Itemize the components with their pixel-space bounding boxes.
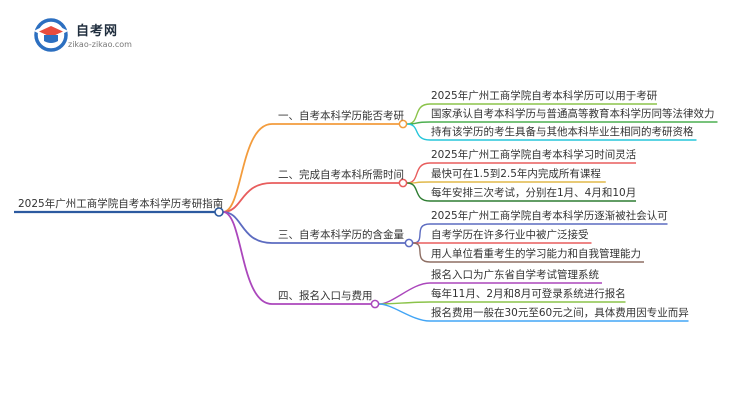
leaf-connector	[378, 303, 431, 322]
leaf-topic: 2025年广州工商学院自考本科学历逐渐被社会认可	[431, 210, 668, 222]
leaf-connector	[406, 182, 431, 202]
branch-topic: 四、报名入口与费用	[278, 290, 373, 302]
leaf-topic: 自考学历在许多行业中被广泛接受	[431, 229, 589, 241]
leaf-connector	[406, 103, 431, 125]
site-logo[interactable]: 自考网 zikao-zikao.com	[34, 18, 174, 58]
leaf-topic: 最快可在1.5到2.5年内完成所有课程	[431, 168, 601, 180]
leaf-connector	[378, 282, 431, 305]
logo-title: 自考网	[76, 24, 119, 39]
leaf-topic: 2025年广州工商学院自考本科学习时间灵活	[431, 149, 637, 161]
branch-topic: 一、自考本科学历能否考研	[278, 110, 404, 122]
root-topic: 2025年广州工商学院自考本科学历考研指南	[18, 198, 224, 210]
branch-connector	[222, 182, 273, 213]
branch-node-circle	[370, 299, 380, 309]
leaf-topic: 每年安排三次考试，分别在1月、4月和10月	[431, 187, 637, 199]
branch-node-circle	[404, 238, 414, 248]
leaf-connector	[412, 242, 431, 263]
branch-node-circle	[398, 119, 408, 129]
leaf-topic: 每年11月、2月和8月可登录系统进行报名	[431, 288, 626, 300]
leaf-connector	[406, 123, 431, 141]
leaf-connector	[412, 223, 431, 244]
leaf-topic: 国家承认自考本科学历与普通高等教育本科学历同等法律效力	[431, 108, 715, 120]
leaf-topic: 报名费用一般在30元至60元之间，具体费用因专业而异	[431, 307, 689, 319]
graduation-cap-icon	[34, 18, 68, 52]
branch-connector	[222, 211, 273, 244]
leaf-topic: 用人单位看重考生的学习能力和自我管理能力	[431, 248, 641, 260]
leaf-topic: 持有该学历的考生具备与其他本科毕业生相同的考研资格	[431, 126, 694, 138]
leaf-topic: 报名入口为广东省自学考试管理系统	[431, 269, 599, 281]
branch-node-circle	[398, 178, 408, 188]
branch-connector	[222, 123, 273, 213]
logo-subtitle: zikao-zikao.com	[68, 40, 132, 49]
branch-topic: 二、完成自考本科所需时间	[278, 169, 404, 181]
leaf-connector	[406, 162, 431, 184]
leaf-topic: 2025年广州工商学院自考本科学历可以用于考研	[431, 90, 658, 102]
branch-topic: 三、自考本科学历的含金量	[278, 229, 404, 241]
root-node-circle	[214, 207, 224, 217]
branch-connector	[222, 211, 273, 305]
